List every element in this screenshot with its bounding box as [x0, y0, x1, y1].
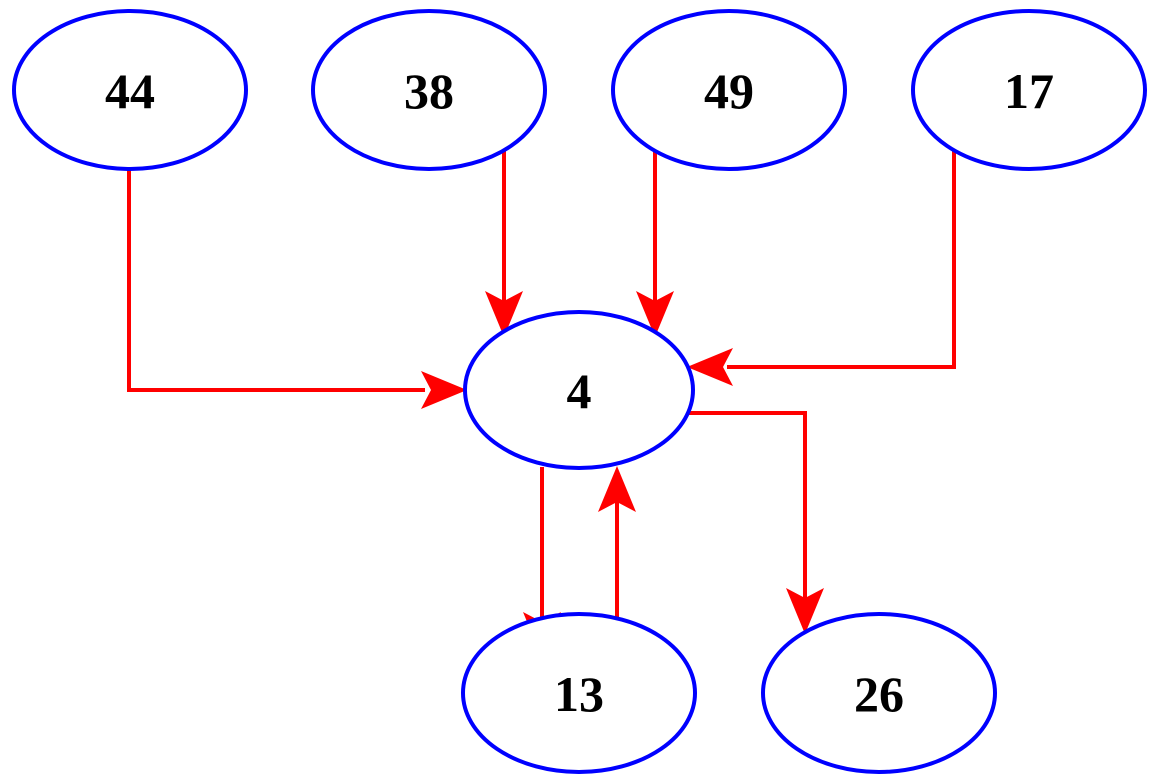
node-17[interactable]: 17 — [911, 9, 1147, 171]
edge-38-to-4[interactable] — [485, 146, 523, 337]
node-13[interactable]: 13 — [461, 612, 697, 774]
arrowhead-down — [485, 291, 523, 337]
arrowhead-up — [598, 466, 636, 512]
node-38[interactable]: 38 — [311, 9, 547, 171]
node-label: 13 — [554, 666, 604, 722]
node-layer: 44 38 49 17 4 13 — [12, 9, 1147, 774]
node-label: 4 — [567, 363, 592, 419]
arrowhead-down — [786, 588, 824, 634]
node-44[interactable]: 44 — [12, 9, 248, 171]
arrowhead-left — [687, 348, 733, 386]
arrowhead-right — [421, 371, 467, 409]
node-shape — [12, 9, 248, 171]
node-shape — [311, 9, 547, 171]
edge-44-to-4[interactable] — [127, 168, 467, 409]
edge-49-to-4[interactable] — [636, 144, 674, 337]
node-4[interactable]: 4 — [463, 310, 695, 470]
edge-line — [127, 168, 425, 392]
node-49[interactable]: 49 — [611, 9, 847, 171]
edge-line — [688, 411, 807, 599]
node-label: 17 — [1004, 63, 1054, 119]
node-label: 44 — [105, 63, 155, 119]
node-shape — [611, 9, 847, 171]
node-shape — [463, 310, 695, 470]
node-label: 26 — [854, 666, 904, 722]
edge-line — [727, 150, 956, 369]
node-label: 49 — [704, 63, 754, 119]
node-shape — [911, 9, 1147, 171]
node-shape — [761, 612, 997, 774]
edge-17-to-4[interactable] — [687, 150, 956, 386]
node-shape — [461, 612, 697, 774]
node-label: 38 — [404, 63, 454, 119]
edge-4-to-26[interactable] — [688, 411, 824, 634]
node-26[interactable]: 26 — [761, 612, 997, 774]
arrowhead-down — [636, 291, 674, 337]
